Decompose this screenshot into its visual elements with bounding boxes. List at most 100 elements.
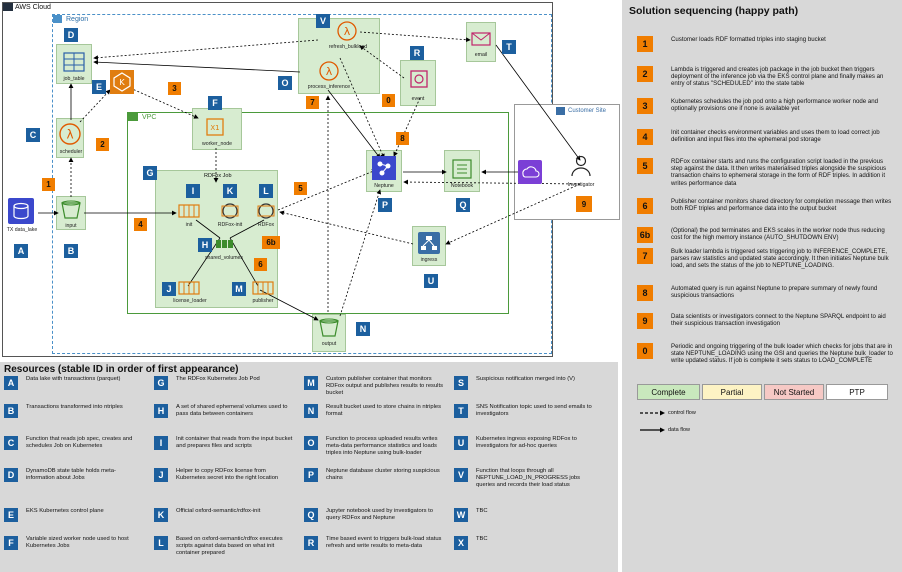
- publisher-container-icon[interactable]: [252, 280, 274, 296]
- aws-cloud-label: AWS Cloud: [15, 4, 51, 11]
- email-label: email: [474, 52, 488, 58]
- legend-partial: Partial: [702, 384, 762, 400]
- badge-i: I: [186, 184, 200, 198]
- sns-email-icon[interactable]: [470, 28, 492, 50]
- resource-badge: D: [4, 468, 18, 482]
- notebook-icon[interactable]: [450, 158, 474, 180]
- sequencing-step-text: RDFox container starts and runs the conf…: [671, 158, 887, 187]
- vpc-label: VPC: [142, 114, 157, 121]
- sequencing-step-badge: 3: [637, 98, 653, 114]
- step-8-badge: 8: [396, 132, 409, 145]
- rdfox-container-icon[interactable]: [254, 202, 278, 220]
- init-container-icon[interactable]: [178, 202, 200, 220]
- resource-badge: A: [4, 376, 18, 390]
- sequencing-step-badge: 1: [637, 36, 653, 52]
- sequencing-step-text: Data scientists or investigators connect…: [671, 313, 886, 328]
- resource-text: Official oxford-semantic/rdfox-init: [176, 508, 261, 514]
- badge-r: R: [410, 46, 424, 60]
- resource-badge: E: [4, 508, 18, 522]
- analytics-cloud-icon[interactable]: [518, 160, 542, 184]
- rdfox-init-label: RDFox-init: [217, 222, 243, 228]
- resource-badge: K: [154, 508, 168, 522]
- notebook-box: [444, 150, 480, 192]
- sequencing-step-badge: 7: [637, 248, 653, 264]
- badge-d: D: [64, 28, 78, 42]
- sequencing-panel: [622, 0, 902, 572]
- badge-p: P: [378, 198, 392, 212]
- resource-text: EKS Kubernetes control plane: [26, 508, 104, 514]
- rdfox-label: RDFox: [257, 222, 275, 228]
- resource-badge: G: [154, 376, 168, 390]
- dynamodb-table-icon[interactable]: [62, 50, 86, 74]
- legend-ptp: PTP: [826, 384, 888, 400]
- investigator-label: Investigator: [567, 182, 595, 188]
- resource-badge: C: [4, 436, 18, 450]
- eks-icon[interactable]: K: [110, 70, 134, 94]
- sequencing-step-badge: 4: [637, 129, 653, 145]
- resource-text: A set of shared ephemeral volumes used t…: [176, 404, 288, 417]
- legend-data-flow: data flow: [668, 427, 691, 433]
- resource-text: Kubernetes ingress exposing RDFox to inv…: [476, 436, 577, 449]
- resource-text: Custom publisher container that monitors…: [326, 376, 443, 396]
- refresh-lambda-icon[interactable]: λ: [336, 20, 358, 42]
- event-label: event: [411, 96, 425, 102]
- worker-node-box: [192, 108, 242, 150]
- publisher-label: publisher: [252, 298, 274, 304]
- customer-site-icon: [556, 107, 565, 115]
- badge-c: C: [26, 128, 40, 142]
- badge-n: N: [356, 322, 370, 336]
- resource-badge: S: [454, 376, 468, 390]
- neptune-icon[interactable]: [372, 156, 396, 180]
- data-lake-icon[interactable]: [8, 198, 34, 224]
- rdfox-init-container-icon[interactable]: [218, 202, 242, 220]
- aws-cloud-icon: [3, 3, 13, 11]
- sequencing-step-text: Lambda is triggered and creates job pack…: [671, 66, 884, 88]
- output-bucket-icon[interactable]: [318, 318, 340, 338]
- ingress-icon[interactable]: [418, 232, 440, 254]
- resources-heading: Resources (stable ID in order of first a…: [4, 364, 239, 375]
- license-loader-label: license_loader: [173, 298, 207, 304]
- badge-a: A: [14, 244, 28, 258]
- event-icon[interactable]: [408, 68, 430, 90]
- resource-badge: W: [454, 508, 468, 522]
- shared-volumes-icon: [214, 236, 234, 252]
- bucket-icon[interactable]: [60, 200, 82, 220]
- resource-badge: L: [154, 536, 168, 550]
- sequencing-step-text: Publisher container monitors shared dire…: [671, 198, 892, 213]
- sequencing-step-text: Automated query is run against Neptune t…: [671, 285, 878, 300]
- resource-text: The RDFox Kubernetes Job Pod: [176, 376, 260, 382]
- badge-e: E: [92, 80, 106, 94]
- sequencing-step-badge: 5: [637, 158, 653, 174]
- resource-badge: N: [304, 404, 318, 418]
- sequencing-step-badge: 2: [637, 66, 653, 82]
- region-flag-icon: [53, 15, 62, 23]
- badge-l: L: [259, 184, 273, 198]
- resource-text: Variable sized worker node used to host …: [26, 536, 129, 549]
- resource-text: Result bucket used to store chains in nt…: [326, 404, 442, 417]
- sequencing-step-badge: 6b: [637, 227, 653, 243]
- resource-text: Neptune database cluster storing suspici…: [326, 468, 440, 481]
- ingress-label: ingress: [420, 257, 438, 263]
- resource-badge: H: [154, 404, 168, 418]
- process-lambda-icon[interactable]: λ: [318, 60, 340, 82]
- badge-f: F: [208, 96, 222, 110]
- resource-text: Jupyter notebook used by investigators t…: [326, 508, 433, 521]
- license-loader-container-icon[interactable]: [178, 280, 200, 296]
- resource-badge: V: [454, 468, 468, 482]
- sequencing-step-text: Init container checks environment variab…: [671, 129, 880, 144]
- lambda-icon[interactable]: λ: [58, 122, 82, 146]
- svg-text:X1: X1: [210, 124, 219, 132]
- investigator-icon: [570, 154, 592, 178]
- svg-text:K: K: [119, 78, 125, 87]
- step-5-badge: 5: [294, 182, 307, 195]
- sequencing-step-text: (Optional) the pod terminates and EKS sc…: [671, 227, 885, 242]
- neptune-label: Neptune: [374, 183, 394, 189]
- legend-complete-label: Complete: [651, 387, 686, 397]
- resource-badge: J: [154, 468, 168, 482]
- resource-badge: M: [304, 376, 318, 390]
- ec2-instance-icon[interactable]: X1: [204, 116, 226, 138]
- sequencing-step-badge: 9: [637, 313, 653, 329]
- sequencing-step-badge: 8: [637, 285, 653, 301]
- badge-u: U: [424, 274, 438, 288]
